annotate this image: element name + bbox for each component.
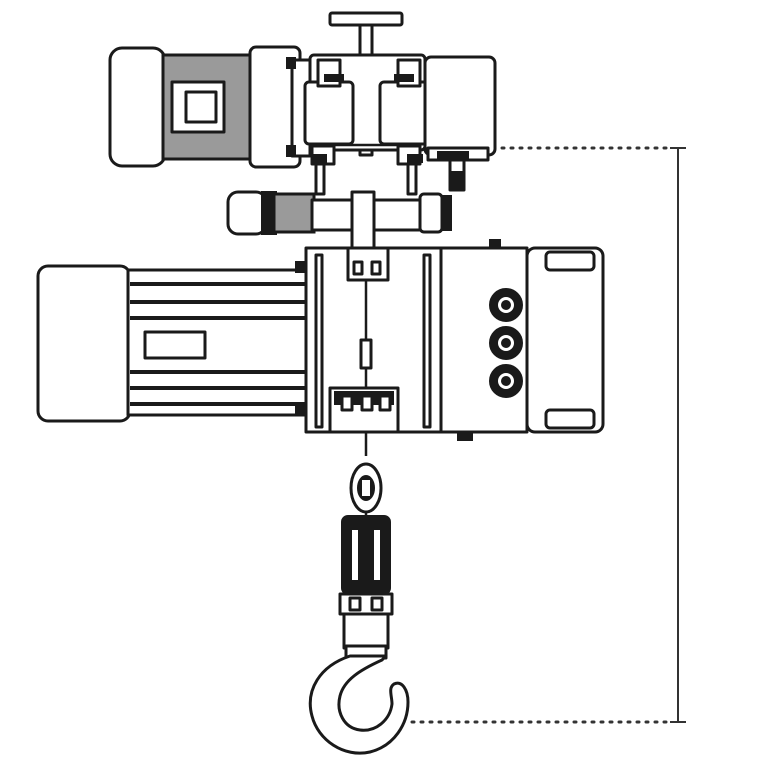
- trolley-unit: [108, 11, 497, 196]
- hoist-drum-housing: [304, 239, 501, 441]
- hook-block: [338, 515, 394, 650]
- lifting-height-dimension: [410, 146, 686, 724]
- trolley-gearbox: [423, 55, 497, 192]
- control-box: [439, 246, 605, 434]
- rope-clamp: [349, 462, 383, 514]
- guide-roller: [226, 190, 452, 254]
- cooling-fins: [130, 282, 308, 406]
- control-button-icon: [489, 326, 523, 360]
- travel-motor: [108, 45, 312, 169]
- hook-assembly: [308, 432, 410, 755]
- control-button-icon: [489, 364, 523, 398]
- control-button-icon: [489, 288, 523, 322]
- hoist-hook-icon: [308, 644, 410, 755]
- trolley-frame: [303, 53, 430, 196]
- hoist-motor: [36, 261, 312, 423]
- rope-guide: [328, 386, 400, 434]
